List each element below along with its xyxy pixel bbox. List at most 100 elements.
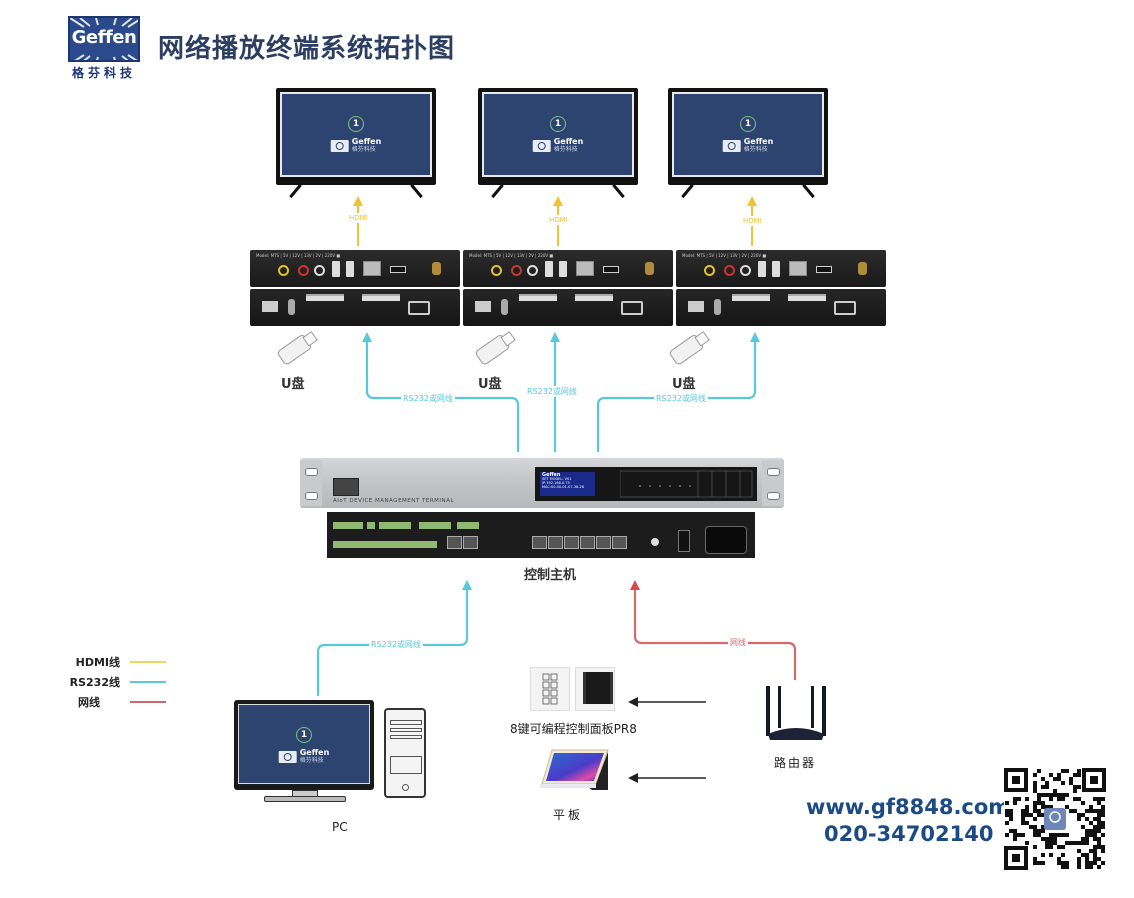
rs232-arrowhead-1	[362, 332, 372, 342]
control-host-label: 控制主机	[524, 568, 577, 583]
qr-module	[1101, 845, 1105, 849]
router-label: 路由器	[774, 756, 817, 770]
qr-module	[1049, 837, 1053, 841]
qr-module	[1081, 801, 1085, 805]
router-icon	[766, 686, 826, 740]
usb-port-icon	[332, 261, 340, 277]
qr-module	[1049, 833, 1053, 837]
power-inlet-icon	[705, 526, 747, 554]
qr-module	[1081, 837, 1085, 841]
screen-brand-sub: 格芬科技	[743, 146, 768, 153]
keypad-icon	[542, 673, 558, 705]
legend-swatch-hdmi	[130, 661, 166, 663]
audio-l-port-icon	[511, 265, 522, 276]
qr-module	[1049, 797, 1053, 801]
qr-module	[1061, 845, 1065, 849]
qr-module	[1049, 841, 1053, 845]
rs232-arrowhead-3	[750, 332, 760, 342]
qr-module	[1057, 845, 1061, 849]
qr-module	[1057, 861, 1061, 865]
phone-number: 020-34702140	[824, 822, 994, 846]
audio-r-port-icon	[314, 265, 325, 276]
qr-module	[1073, 773, 1077, 777]
website-link[interactable]: www.gf8848.com	[806, 795, 1011, 819]
qr-module	[1065, 769, 1069, 773]
control-host-rear	[327, 512, 755, 558]
qr-module	[1005, 813, 1009, 817]
qr-module	[1097, 825, 1101, 829]
player-model-text: Model: MTS | 5V | 12V | 13V | 2V | 220V …	[682, 253, 767, 258]
qr-module	[1069, 777, 1073, 781]
rack-ear-right	[762, 460, 784, 506]
tv-leg	[491, 183, 504, 199]
qr-module	[1081, 853, 1085, 857]
rack-ear-left	[300, 460, 322, 506]
qr-module	[1065, 865, 1069, 869]
terminal-block-icon	[519, 294, 557, 301]
qr-module	[1097, 813, 1101, 817]
screen-number-badge: 1	[296, 727, 312, 743]
usb-drive-icon	[277, 331, 318, 365]
qr-module	[1005, 821, 1009, 825]
screen-brand: Geffen	[299, 748, 330, 757]
qr-module	[1073, 841, 1077, 845]
qr-module	[1061, 781, 1065, 785]
hdmi-arrowhead-3	[747, 196, 757, 206]
qr-module	[1037, 793, 1041, 797]
qr-module	[1061, 865, 1065, 869]
host-indicator-panel: Geffen SET MODEL: V01 IP:192.168.0.75 MA…	[535, 467, 757, 501]
qr-module	[1033, 805, 1037, 809]
geffen-logo-icon	[330, 140, 349, 152]
tv-leg	[681, 183, 694, 199]
hdmi-port-icon	[390, 266, 406, 273]
screen-number-badge: 1	[348, 116, 364, 132]
antenna-port-icon	[645, 262, 654, 275]
video-port-icon	[491, 265, 502, 276]
legend-swatch-rs232	[130, 681, 166, 683]
legend-label: HDMI线	[75, 656, 120, 669]
power-switch[interactable]	[678, 530, 690, 552]
qr-module	[1037, 829, 1041, 833]
qr-module	[1025, 841, 1029, 845]
usb-port-icon	[346, 261, 354, 277]
usb-port-icon	[545, 261, 553, 277]
qr-module	[1085, 841, 1089, 845]
legend-label: RS232线	[69, 676, 120, 689]
qr-module	[1073, 809, 1077, 813]
terminal-block-icon	[457, 522, 479, 529]
audio-l-port-icon	[724, 265, 735, 276]
geffen-logo-icon	[722, 140, 741, 152]
player-front-panel: Model: MTS | 5V | 12V | 13V | 2V | 220V …	[250, 250, 460, 287]
qr-module	[1097, 809, 1101, 813]
terminal-block-icon	[333, 522, 363, 529]
serial-port-icon	[621, 301, 643, 315]
qr-module	[1045, 841, 1049, 845]
qr-module	[1077, 773, 1081, 777]
qr-module	[1017, 797, 1021, 801]
dc-jack-icon	[501, 299, 508, 315]
tv-leg	[410, 183, 423, 199]
qr-module	[1097, 865, 1101, 869]
qr-module	[1101, 833, 1105, 837]
qr-module	[1093, 845, 1097, 849]
qr-module	[1097, 797, 1101, 801]
qr-module	[1013, 797, 1017, 801]
legend: HDMI线 RS232线 网线	[60, 652, 166, 712]
audio-r-port-icon	[740, 265, 751, 276]
qr-module	[1033, 861, 1037, 865]
lcd-line: SET MODEL: V01	[542, 477, 572, 481]
qr-module	[1093, 829, 1097, 833]
qr-module	[1049, 805, 1053, 809]
qr-module	[1097, 817, 1101, 821]
qr-module	[1077, 769, 1081, 773]
lan-port-icon	[789, 261, 807, 276]
qr-code-icon	[1004, 768, 1106, 870]
qr-module	[1053, 777, 1057, 781]
qr-module	[1041, 793, 1045, 797]
qr-module	[1093, 809, 1097, 813]
qr-module	[1045, 845, 1049, 849]
